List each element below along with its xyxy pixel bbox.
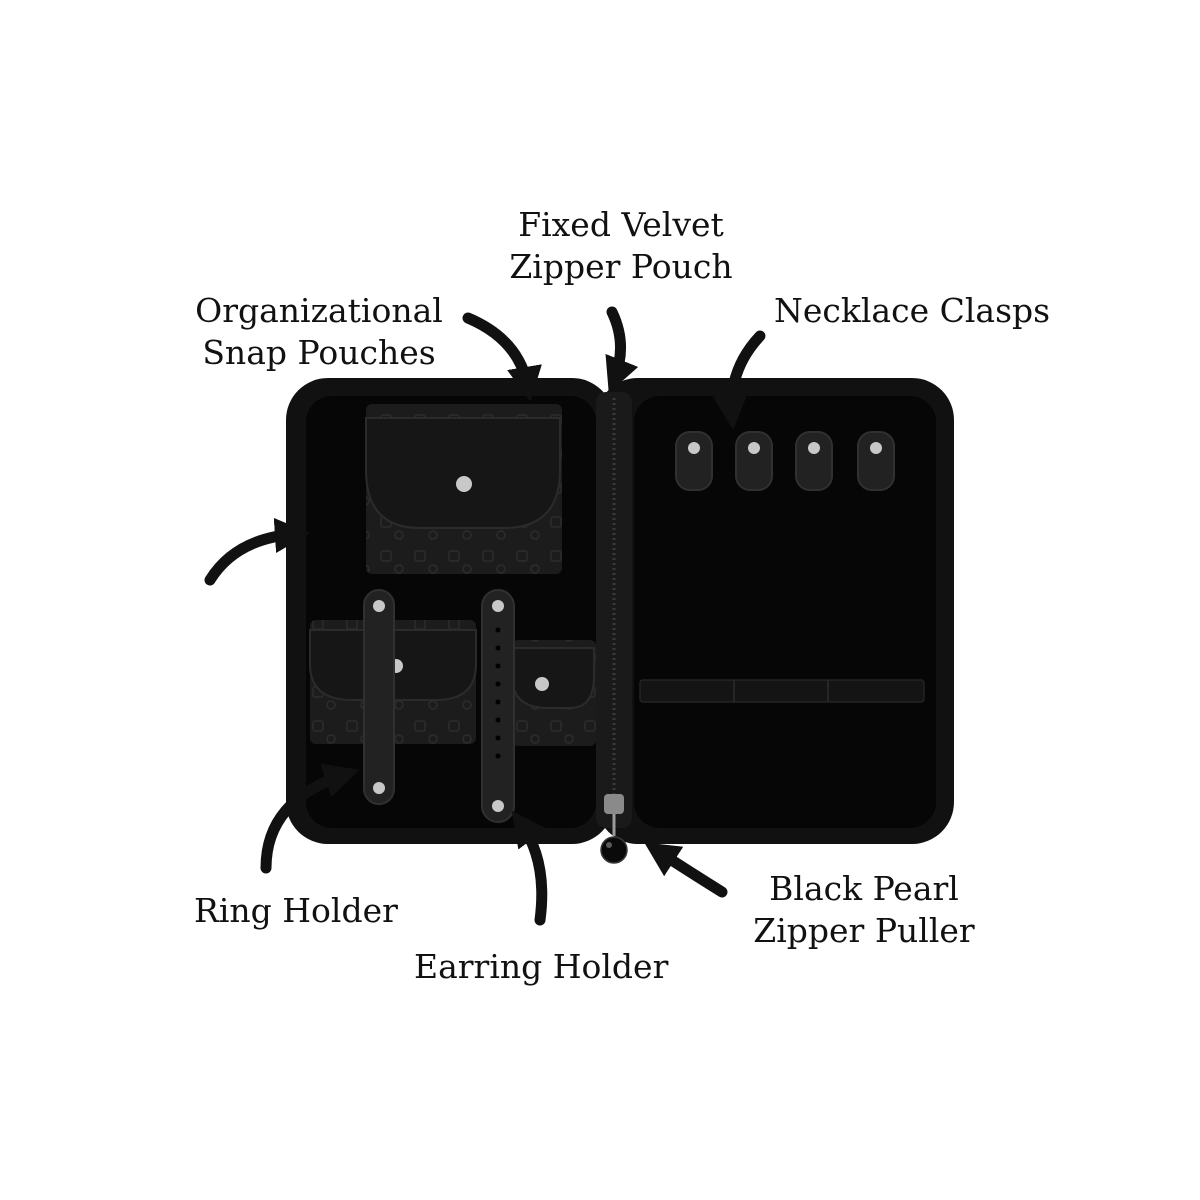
label-black-pearl-zipper-puller: Black Pearl Zipper Puller (744, 868, 984, 952)
callout-arrows (204, 306, 766, 926)
snap-pouch-bottom-right-flap (511, 647, 595, 709)
snap-pouch-top-flap (365, 417, 561, 529)
black-pearl-icon (600, 836, 628, 864)
arrow-ring-holder-icon (260, 763, 360, 874)
fixed-velvet-zipper-pouch (596, 392, 632, 828)
snap-button-icon (492, 800, 504, 812)
necklace-clasp (675, 431, 713, 491)
snap-button-icon (688, 442, 700, 454)
necklace-clasp (735, 431, 773, 491)
label-line: Earring Holder (414, 947, 669, 986)
label-line: Ring Holder (194, 891, 398, 930)
label-fixed-velvet-zipper-pouch: Fixed Velvet Zipper Pouch (506, 204, 736, 288)
label-earring-holder: Earring Holder (414, 946, 668, 988)
label-line: Zipper Puller (753, 911, 975, 950)
necklace-clasp (795, 431, 833, 491)
necklace-clasps (675, 431, 895, 491)
snap-pouch-top (365, 404, 562, 574)
snap-button-icon (373, 782, 385, 794)
label-line: Zipper Pouch (509, 247, 733, 286)
ring-holder-strap (363, 589, 395, 805)
label-line: Organizational (195, 291, 443, 330)
zipper-slider (604, 794, 624, 814)
snap-pouch-bottom-right (511, 640, 596, 746)
snap-button-icon (870, 442, 882, 454)
earring-holes (495, 627, 501, 759)
snap-button-icon (535, 677, 549, 691)
arrow-snap-pouches-icon (462, 312, 542, 402)
earring-holder-strap (481, 589, 515, 823)
label-line: Snap Pouches (202, 333, 436, 372)
label-organizational-snap-pouches: Organizational Snap Pouches (188, 290, 450, 374)
label-line: Black Pearl (769, 869, 959, 908)
arrow-velvet-pouch-icon (605, 306, 639, 394)
snap-button-icon (373, 600, 385, 612)
label-ring-holder: Ring Holder (194, 890, 398, 932)
label-line: Necklace Clasps (774, 291, 1051, 330)
ring-holder-strap-body (363, 589, 395, 805)
snap-button-icon (492, 600, 504, 612)
earring-holder-strap-body (481, 589, 515, 823)
label-necklace-clasps: Necklace Clasps (774, 290, 1050, 332)
right-panel-interior (634, 396, 936, 828)
black-pearl-zipper-puller (600, 794, 628, 864)
snap-button-icon (808, 442, 820, 454)
arrow-left-side-icon (204, 517, 311, 586)
snap-button-icon (456, 476, 472, 492)
arrow-earring-holder-icon (511, 810, 548, 926)
necklace-retaining-band (639, 679, 925, 703)
snap-button-icon (748, 442, 760, 454)
arrow-zipper-puller-icon (644, 842, 728, 898)
label-line: Fixed Velvet (518, 205, 724, 244)
arrow-necklace-clasps-icon (712, 330, 766, 431)
necklace-clasp (857, 431, 895, 491)
